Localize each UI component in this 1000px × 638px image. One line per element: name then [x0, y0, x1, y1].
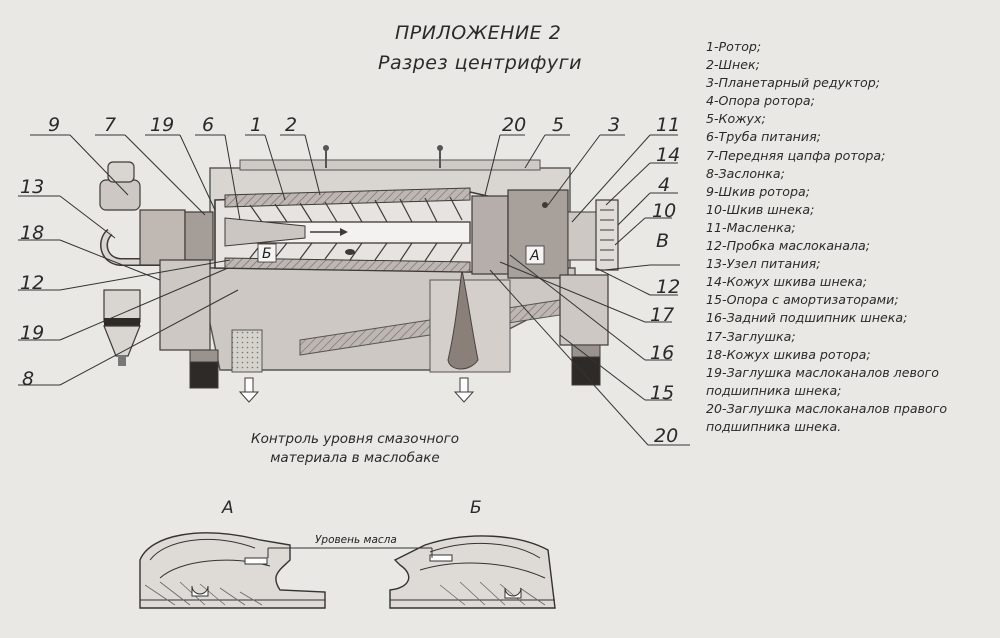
legend-item: 4-Опора ротора;: [706, 93, 815, 109]
callout-7: 7: [104, 114, 117, 136]
oil-level-label: Уровень масла: [315, 534, 397, 546]
legend-item: 17-Заглушка;: [706, 328, 796, 344]
discharge-arrows: [238, 377, 475, 403]
caption-line-2: материала в маслобаке: [270, 450, 440, 466]
legend-item: 10-Шкив шнека;: [706, 201, 815, 217]
legend-item: 6-Труба питания;: [706, 129, 821, 145]
callout-5: 5: [552, 114, 565, 136]
callout-11: 11: [656, 114, 681, 136]
callout-8: 8: [22, 368, 35, 390]
page-title: ПРИЛОЖЕНИЕ 2: [395, 22, 562, 44]
caption-line-1: Контроль уровня смазочного: [251, 431, 459, 447]
view-label-a: А: [222, 498, 234, 518]
callout-20-top: 20: [502, 114, 527, 136]
legend-item: 15-Опора с амортизаторами;: [706, 292, 899, 308]
marker-b: Б: [262, 246, 272, 262]
callout-2: 2: [285, 114, 298, 136]
legend-item: подшипника шнека;: [706, 382, 842, 398]
callout-1: 1: [250, 114, 263, 136]
leader-lines: [18, 134, 690, 446]
lower-frame: [204, 267, 576, 373]
left-drive: [99, 161, 219, 389]
legend-item: 14-Кожух шкива шнека;: [706, 274, 868, 290]
callout-12-left: 12: [20, 272, 45, 294]
legend-item: 8-Заслонка;: [706, 165, 785, 181]
callout-19-left: 19: [20, 322, 45, 344]
rotor: [214, 187, 506, 273]
legend-item: 19-Заглушка маслоканалов левого: [706, 364, 939, 380]
legend-item: 18-Кожух шкива ротора;: [706, 346, 871, 362]
callout-14: 14: [656, 144, 681, 166]
legend-item: 2-Шнек;: [706, 57, 760, 73]
callout-6: 6: [202, 114, 215, 136]
callout-13: 13: [20, 176, 45, 198]
marker-a-box: [525, 245, 545, 265]
callout-17: 17: [650, 304, 675, 326]
oil-level-line: [267, 547, 433, 558]
callout-4: 4: [658, 174, 671, 196]
right-support: [559, 274, 609, 386]
callout-10: 10: [652, 200, 677, 222]
callout-15: 15: [650, 382, 675, 404]
callout-16: 16: [650, 342, 675, 364]
legend-item: 20-Заглушка маслоканалов правого: [706, 400, 948, 416]
legend-item: 3-Планетарный редуктор;: [706, 75, 880, 91]
callout-18: 18: [20, 222, 45, 244]
legend-item: 16-Задний подшипник шнека;: [706, 310, 908, 326]
page-subtitle: Разрез центрифуги: [378, 52, 582, 74]
callout-3: 3: [608, 114, 621, 136]
legend-item: 11-Масленка;: [706, 219, 796, 235]
planetary-gearbox: [471, 189, 619, 279]
detail-view-b: [389, 535, 556, 609]
legend-item: 9-Шкив ротора;: [706, 183, 810, 199]
view-label-b: Б: [470, 498, 482, 518]
callout-19-top: 19: [150, 114, 175, 136]
legend-item: 13-Узел питания;: [706, 256, 821, 272]
callout-20-bottom: 20: [654, 425, 679, 447]
legend: 1-Ротор; 2-Шнек; 3-Планетарный редуктор;…: [706, 38, 996, 436]
marker-b-box: [257, 243, 277, 263]
detail-view-a: [139, 532, 326, 609]
legend-item: подшипника шнека.: [706, 418, 842, 434]
callout-12-right: 12: [656, 276, 681, 298]
legend-item: 1-Ротор;: [706, 39, 762, 54]
callout-9: 9: [48, 114, 61, 136]
oil-level-caption: Контроль уровня смазочного материала в м…: [230, 430, 480, 468]
legend-item: 7-Передняя цапфа ротора;: [706, 147, 886, 163]
legend-item: 12-Пробка маслоканала;: [706, 238, 871, 254]
marker-a: А: [529, 248, 540, 264]
callout-v-right: В: [656, 230, 670, 252]
legend-item: 5-Кожух;: [706, 111, 766, 127]
